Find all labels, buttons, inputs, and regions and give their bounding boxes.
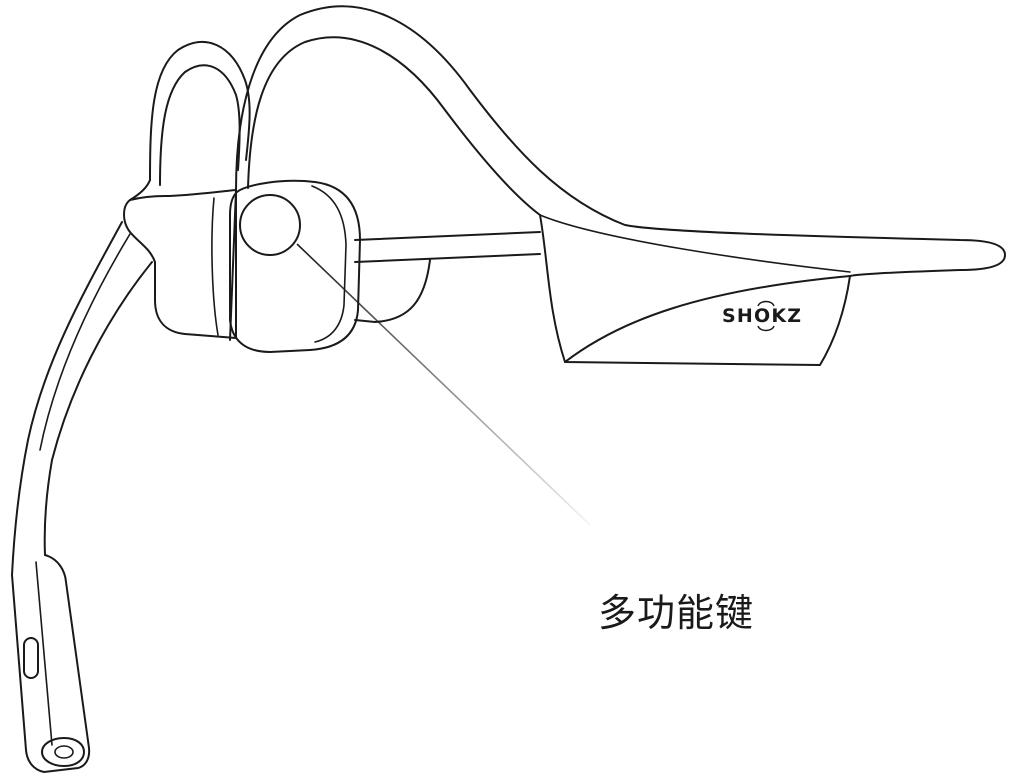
ear-hook-lower-edge [539, 214, 851, 366]
mic-tip-body [11, 554, 91, 773]
multifunction-button-label: 多功能键 [598, 591, 755, 635]
boom-arm-inner [43, 261, 153, 556]
multifunction-button[interactable] [239, 194, 301, 256]
rear-ear-loop-inner [159, 64, 241, 186]
link-bar-bottom [354, 253, 541, 263]
ear-hook-front-edge [247, 36, 541, 216]
ear-hook-outer [235, 5, 1006, 277]
mic-port-icon [54, 745, 74, 759]
mic-tip-face [41, 737, 85, 767]
front-pod-rim [311, 185, 347, 343]
front-transducer-pod [229, 179, 361, 353]
link-bar-top [354, 231, 541, 241]
brand-logo-text: SHOKZ [722, 305, 802, 327]
battery-case-panel [564, 275, 851, 363]
mic-tip-inner-edge [35, 561, 53, 746]
logo-wave-bottom-icon [757, 325, 775, 332]
brand-logo: SHOKZ [722, 300, 802, 332]
boom-arm-outer [11, 221, 123, 576]
boom-arm-edge [39, 233, 131, 451]
battery-case-top [539, 214, 851, 273]
callout-leader-line [296, 243, 591, 526]
rear-transducer-pod [123, 189, 237, 339]
rear-pod-seam [211, 197, 219, 336]
logo-wave-top-icon [757, 300, 775, 307]
mic-slot-icon [23, 637, 39, 679]
link-bar-bottom2 [354, 259, 431, 323]
rear-ear-loop [149, 40, 251, 181]
